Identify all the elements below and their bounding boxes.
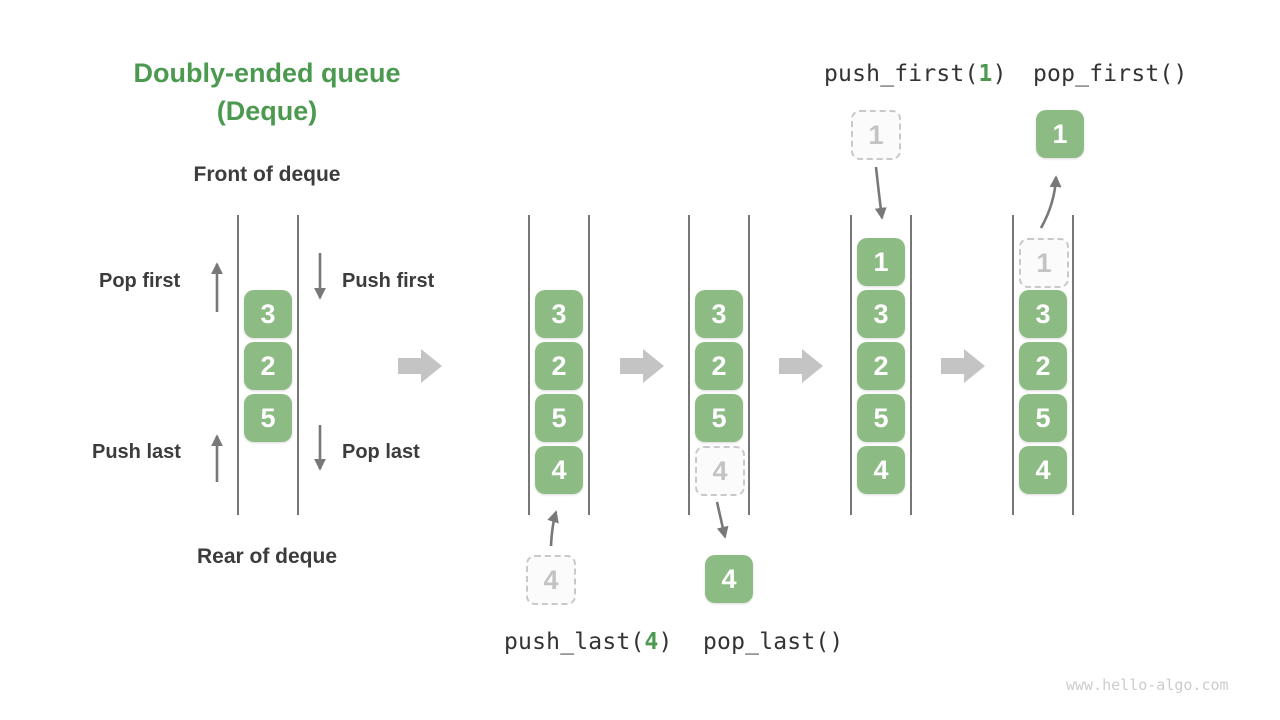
- flow-arrows: [398, 349, 985, 383]
- push-first-move-arrow: [874, 166, 887, 220]
- operation-arrows: [211, 166, 1062, 547]
- deque-cell: 4: [1019, 446, 1067, 494]
- code-text: push_first(: [824, 61, 979, 87]
- deque-cell: 5: [1019, 394, 1067, 442]
- deque-cell-ghost: 4: [695, 446, 745, 496]
- deque-cell: 1: [857, 238, 905, 286]
- deque-cell: 5: [244, 394, 292, 442]
- flow-arrow-2: [620, 349, 664, 383]
- push-last-incoming-cell: 4: [526, 555, 576, 605]
- rear-of-deque-label: Rear of deque: [196, 545, 338, 568]
- pop-last-move-arrow: [715, 501, 729, 539]
- push-first-incoming-cell: 1: [851, 110, 901, 160]
- deque-cell: 3: [244, 290, 292, 338]
- watermark: www.hello-algo.com: [1066, 676, 1229, 694]
- pop-first-move-arrow: [1039, 175, 1062, 229]
- push-last-label: Push last: [92, 441, 181, 463]
- deque-cell: 2: [1019, 342, 1067, 390]
- pop-first-code-label: pop_first(): [1033, 61, 1188, 87]
- deque-cell: 3: [535, 290, 583, 338]
- push-last-code-label: push_last(4): [504, 629, 673, 655]
- pop-last-label: Pop last: [342, 441, 420, 463]
- push-first-label: Push first: [342, 270, 435, 292]
- deque-cell: 2: [857, 342, 905, 390]
- push-last-move-arrow: [547, 510, 559, 547]
- code-text: ): [992, 61, 1007, 87]
- pop-first-result-cell: 1: [1036, 110, 1084, 158]
- deque-cell: 2: [244, 342, 292, 390]
- queue-walls: [237, 215, 1074, 515]
- deque-cell: 5: [535, 394, 583, 442]
- code-text: push_last(: [504, 629, 645, 655]
- deque-cell: 3: [857, 290, 905, 338]
- deque-cell: 5: [695, 394, 743, 442]
- flow-arrow-1: [398, 349, 442, 383]
- deque-cell: 2: [695, 342, 743, 390]
- deque-cell: 4: [535, 446, 583, 494]
- diagram-title-line2: (Deque): [216, 96, 318, 126]
- diagram-title-line1: Doubly-ended queue: [133, 58, 401, 88]
- deque-cell: 3: [695, 290, 743, 338]
- deque-cell: 2: [535, 342, 583, 390]
- deque-cell-ghost: 1: [1019, 238, 1069, 288]
- pop-last-code-label: pop_last(): [703, 629, 844, 655]
- pop-last-result-cell: 4: [705, 555, 753, 603]
- push-first-code-label: push_first(1): [824, 61, 1007, 87]
- deque-cell: 5: [857, 394, 905, 442]
- code-arg: 4: [644, 629, 659, 655]
- flow-arrow-3: [779, 349, 823, 383]
- flow-arrow-4: [941, 349, 985, 383]
- pop-first-label: Pop first: [99, 270, 181, 292]
- code-text: ): [658, 629, 673, 655]
- code-arg: 1: [978, 61, 993, 87]
- deque-cell: 4: [857, 446, 905, 494]
- front-of-deque-label: Front of deque: [193, 163, 341, 186]
- deque-cell: 3: [1019, 290, 1067, 338]
